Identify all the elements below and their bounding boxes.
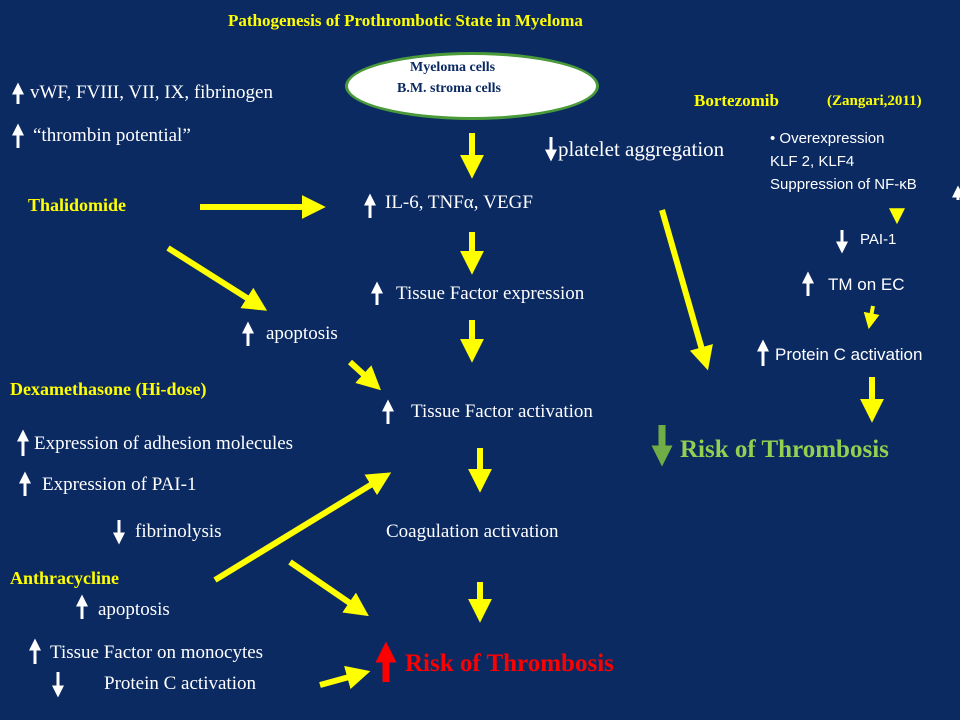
dexamethasone-label: Dexamethasone (Hi-dose) — [10, 379, 207, 399]
bortezomib-bullet-3: Suppression of NF-κB — [770, 177, 917, 192]
apoptosis-label: apoptosis — [266, 323, 338, 344]
bortezomib-label: Bortezomib — [694, 91, 779, 110]
ellipse-line1: Myeloma cells — [410, 60, 496, 75]
arrow-protein-c-to-risk — [319, 665, 371, 690]
tf-expression-label: Tissue Factor expression — [396, 283, 585, 304]
arrow-thalidomide-to-apoptosis — [166, 245, 268, 311]
bullet-1-text: Overexpression — [779, 130, 885, 147]
arrow-apoptosis-to-tf-activation — [347, 359, 381, 391]
tm-on-ec-label: TM on EC — [828, 275, 905, 294]
tf-activation-label: Tissue Factor activation — [411, 401, 593, 422]
thrombin-potential-label: “thrombin potential” — [33, 125, 191, 146]
arrow-vegf-to-risk — [659, 209, 713, 371]
ellipse-line2: B.M. stroma cells — [397, 81, 501, 96]
bortezomib-citation: (Zangari,2011) — [827, 93, 922, 109]
protein-c-activation-right-label: Protein C activation — [775, 345, 923, 364]
pai1-expression-label: Expression of PAI-1 — [42, 474, 197, 495]
cytokines-label: IL-6, TNFα, VEGF — [385, 192, 533, 213]
bullet-3-kappa: κB — [899, 176, 917, 193]
adhesion-molecules-label: Expression of adhesion molecules — [34, 433, 294, 454]
bullet-3-text: Suppression of NF- — [770, 176, 900, 193]
arrow-tm-to-protein-c — [863, 305, 880, 330]
bortezomib-bullet-2: KLF 2, KLF4 — [770, 153, 855, 170]
myeloma-cells-node — [345, 52, 599, 120]
tf-monocytes-label: Tissue Factor on monocytes — [50, 642, 264, 663]
page-title: Pathogenesis of Prothrombotic State in M… — [228, 11, 583, 30]
bortezomib-bullet-1: • Overexpression — [770, 130, 885, 147]
pai1-right-label: PAI-1 — [860, 231, 897, 248]
arrow-anthracycline-to-tf-activation — [213, 472, 392, 583]
risk-of-thrombosis-center: Risk of Thrombosis — [405, 650, 614, 677]
thalidomide-label: Thalidomide — [28, 195, 127, 215]
coagulation-activation-label: Coagulation activation — [386, 521, 559, 542]
fibrinolysis-label: fibrinolysis — [135, 521, 222, 542]
apoptosis-anthracycline-label: apoptosis — [98, 599, 170, 620]
anthracycline-label: Anthracycline — [10, 568, 119, 588]
protein-c-activation-label: Protein C activation — [104, 673, 256, 694]
vwf-factors-label: vWF, FVIII, VII, IX, fibrinogen — [30, 82, 273, 103]
risk-of-thrombosis-right: Risk of Thrombosis — [680, 436, 889, 463]
platelet-aggregation-label: platelet aggregation — [558, 137, 725, 161]
arrow-anthracycline-to-risk — [288, 559, 369, 617]
